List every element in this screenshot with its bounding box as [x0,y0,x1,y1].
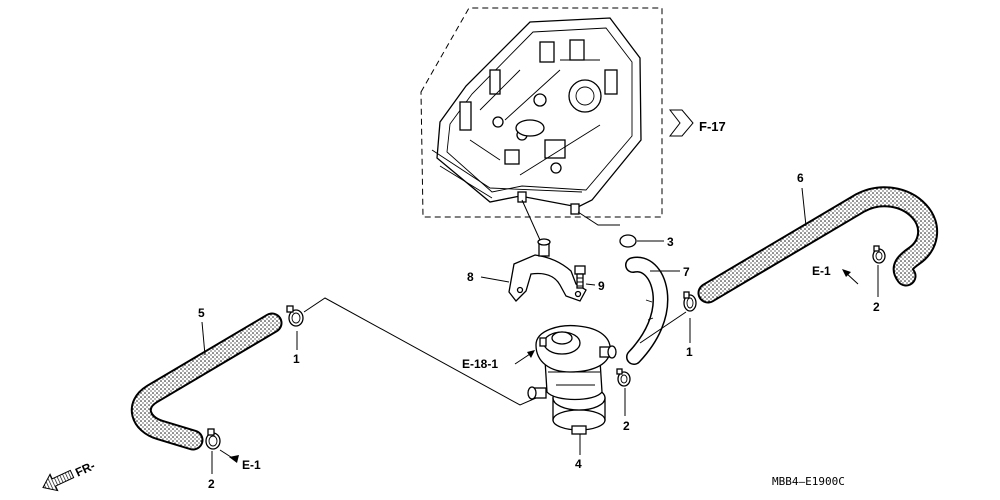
cylinder-head-outline [436,17,642,208]
head-rib-lines [469,59,601,176]
ref-label-e18-1: E-18-1 [462,357,498,371]
head-lower-bolt [517,191,527,203]
head-boss [459,101,472,131]
leader-line-5 [201,321,206,356]
callout-8: 8 [467,270,474,284]
part-9-bolt [574,265,586,289]
head-bolt-hole [550,162,562,174]
front-arrow-icon [42,469,75,492]
connection-line-right [639,311,687,344]
leader-line-6 [801,187,807,227]
ref-label-e1-left: E-1 [242,458,261,472]
part-1-clamp-right [683,291,697,312]
head-port [568,79,602,113]
arrowhead-icon [842,269,851,277]
callout-6: 6 [797,171,804,185]
callout-2-center: 2 [623,419,630,433]
ref-line-e18-1 [514,353,531,365]
part-2-clamp-left [205,428,221,450]
ref-label-f17: F-17 [699,119,726,134]
part-3-o-ring [619,234,637,248]
part-8-bracket [508,238,587,302]
head-boss [544,139,566,159]
head-lower-bolt [570,203,580,215]
part-6-hose [697,186,939,304]
callout-5: 5 [198,306,205,320]
callout-3: 3 [667,235,674,249]
front-label: FR- [73,458,97,479]
leader-line-8 [480,276,510,283]
part-5-hose [130,312,283,451]
part-1-clamp-left [286,305,304,327]
arrowhead-icon [229,455,239,463]
head-cam-journal [515,119,545,137]
diagram-code: MBB4–E1900C [772,475,845,488]
head-boss [539,41,555,63]
head-boss [489,69,501,95]
part-4-valve [527,324,617,435]
reference-dashed-border [420,7,663,218]
part-2-clamp-right [872,245,886,264]
leader-line-head-to-oring [577,211,620,226]
cylinder-head-reference [420,7,663,218]
cylinder-head-gasket-flange [431,149,583,199]
callout-2-left: 2 [208,477,215,491]
part-2-clamp-center [616,368,631,387]
callout-1-right: 1 [686,345,693,359]
callout-4: 4 [575,457,582,471]
leader-line-head-to-bracket [521,199,541,241]
head-bolt-hole [492,116,504,128]
ref-label-e1-right: E-1 [812,264,831,278]
arrowhead-icon [527,350,535,358]
leader-line-9 [585,283,596,286]
head-boss [569,39,585,61]
head-boss [604,69,618,95]
hollow-arrow-icon [668,109,694,137]
connection-line-left [303,297,537,406]
callout-9: 9 [598,279,605,293]
head-bolt-hole [533,93,547,107]
callout-1-left: 1 [293,352,300,366]
head-boss [504,149,520,165]
callout-7: 7 [683,265,690,279]
head-port-inner [575,86,595,106]
callout-2-right: 2 [873,300,880,314]
part-7-hose [625,256,669,365]
front-direction-indicator: FR- [42,458,97,492]
